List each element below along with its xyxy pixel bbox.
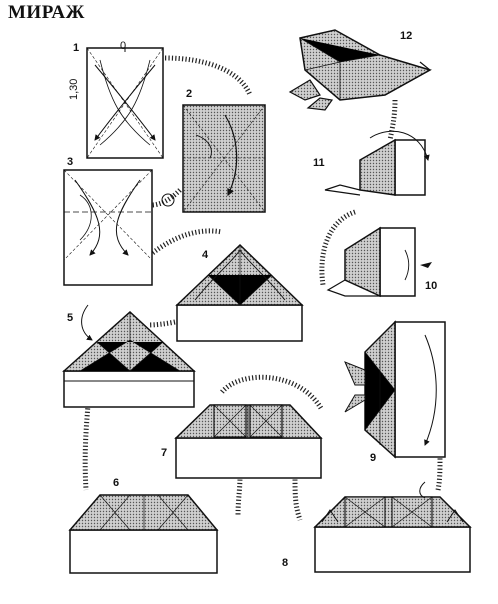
step-number-2: 2	[186, 88, 193, 100]
step-number-3: 3	[67, 156, 74, 168]
connector-10-11	[319, 209, 356, 286]
connector-11-12	[387, 99, 398, 141]
step-10-diagram	[326, 226, 432, 298]
step-5-diagram	[62, 304, 196, 408]
step-7-diagram	[174, 404, 323, 479]
step-number-9: 9	[370, 452, 377, 464]
step-number-5: 5	[67, 312, 74, 324]
connector-8-9	[435, 457, 443, 491]
step-number-7: 7	[161, 447, 168, 459]
connector-3-4	[148, 228, 223, 257]
step-1-diagram	[86, 47, 164, 159]
connector-5-6	[82, 404, 91, 491]
step-number-11: 11	[313, 157, 325, 169]
connector-6-7	[235, 475, 243, 516]
step-1-side-ratio: 1,30	[68, 78, 80, 100]
step-8-diagram	[313, 481, 472, 573]
step-number-12: 12	[400, 30, 413, 42]
step-3-diagram	[63, 169, 175, 286]
step-number-6: 6	[113, 477, 120, 489]
connector-2-3	[151, 188, 182, 208]
step-9-diagram	[344, 320, 446, 459]
step-connectors	[82, 55, 443, 521]
connector-7-8	[292, 475, 303, 521]
step-4-diagram	[175, 243, 304, 342]
step-number-10: 10	[425, 280, 438, 292]
step-number-8: 8	[282, 557, 289, 569]
step-number-4: 4	[202, 249, 209, 261]
connector-4-5	[147, 319, 176, 328]
step-6-diagram	[68, 494, 219, 574]
step-11-diagram	[324, 130, 430, 196]
connector-1-2	[164, 55, 253, 97]
step-12-diagram	[288, 29, 432, 111]
step-number-1: 1	[73, 42, 80, 54]
step-1-top-mark: 0	[120, 40, 127, 52]
page-title: МИРАЖ	[8, 2, 85, 23]
step-2-diagram	[182, 104, 266, 213]
